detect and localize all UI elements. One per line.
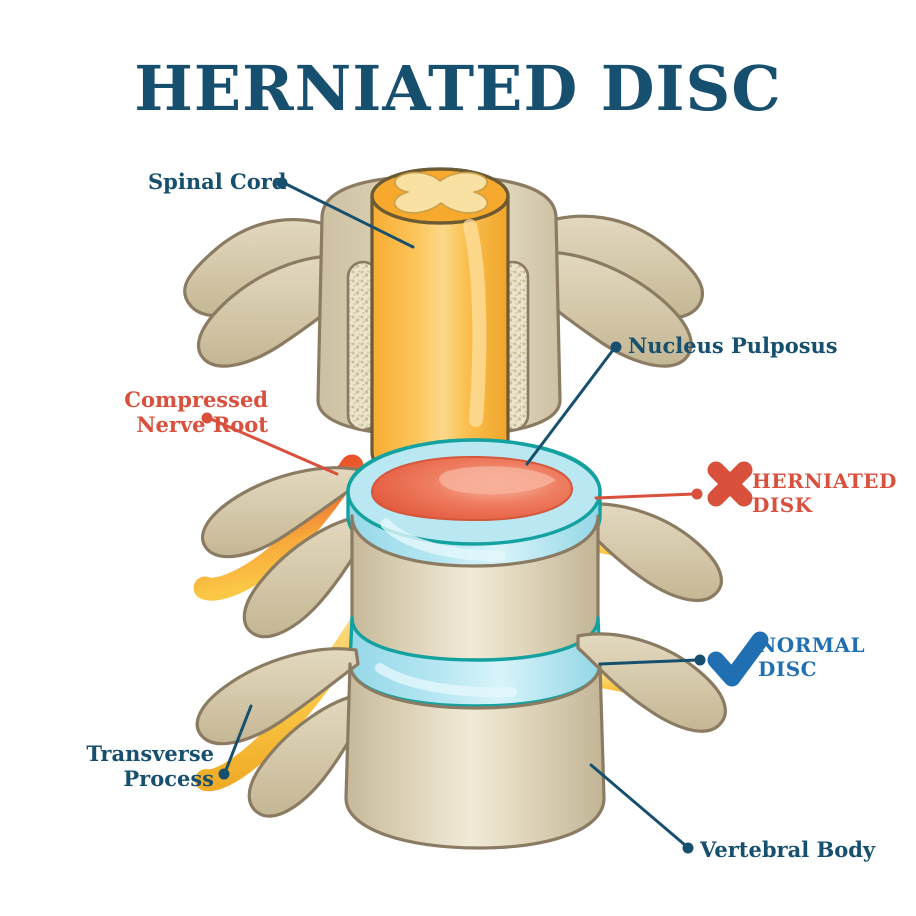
x-mark-icon: [707, 461, 753, 507]
spinal-cord: [370, 167, 510, 482]
label-transverse-process: Transverse Process: [86, 741, 214, 791]
nerve-root-left-lower: [195, 613, 371, 792]
label-herniated-disk: HERNIATED DISK: [752, 469, 897, 517]
herniated-disc: [346, 438, 602, 570]
leader-normal-disc: [598, 654, 706, 666]
vertebra-1-arch: [316, 174, 562, 438]
vertebral-body-2: [350, 514, 600, 662]
label-nucleus-pulposus: Nucleus Pulposus: [628, 333, 838, 358]
leader-nucleus-pulposus: [525, 341, 622, 466]
nerve-root-compressed-left: [193, 454, 364, 601]
nerve-root-right-upper: [579, 529, 697, 577]
cancellous-bone-pillars: [346, 260, 530, 432]
vertebra-3-processes: [195, 632, 727, 818]
nucleus-pulposus: [371, 455, 573, 522]
nerve-root-right-lower: [585, 665, 701, 711]
vertebra-2-processes: [201, 466, 723, 639]
vertebral-body-3: [344, 662, 606, 850]
leader-spinal-cord: [276, 177, 415, 249]
leader-vertebral-body: [589, 763, 694, 854]
page-title: HERNIATED DISC: [134, 52, 782, 125]
label-spinal-cord: Spinal Cord: [148, 169, 287, 194]
normal-disc: [348, 616, 602, 708]
label-normal-disc: NORMAL DISC: [758, 633, 866, 681]
label-compressed-nerve-root: Compressed Nerve Root: [124, 387, 268, 437]
gray-matter-butterfly: [393, 171, 489, 214]
label-vertebral-body: Vertebral Body: [700, 837, 876, 862]
nerve-roots: [193, 454, 701, 792]
check-mark-icon: [707, 631, 769, 687]
leader-transverse-process: [218, 704, 253, 780]
vertebra-1-processes: [183, 214, 705, 368]
leader-herniated-disk: [594, 488, 703, 500]
